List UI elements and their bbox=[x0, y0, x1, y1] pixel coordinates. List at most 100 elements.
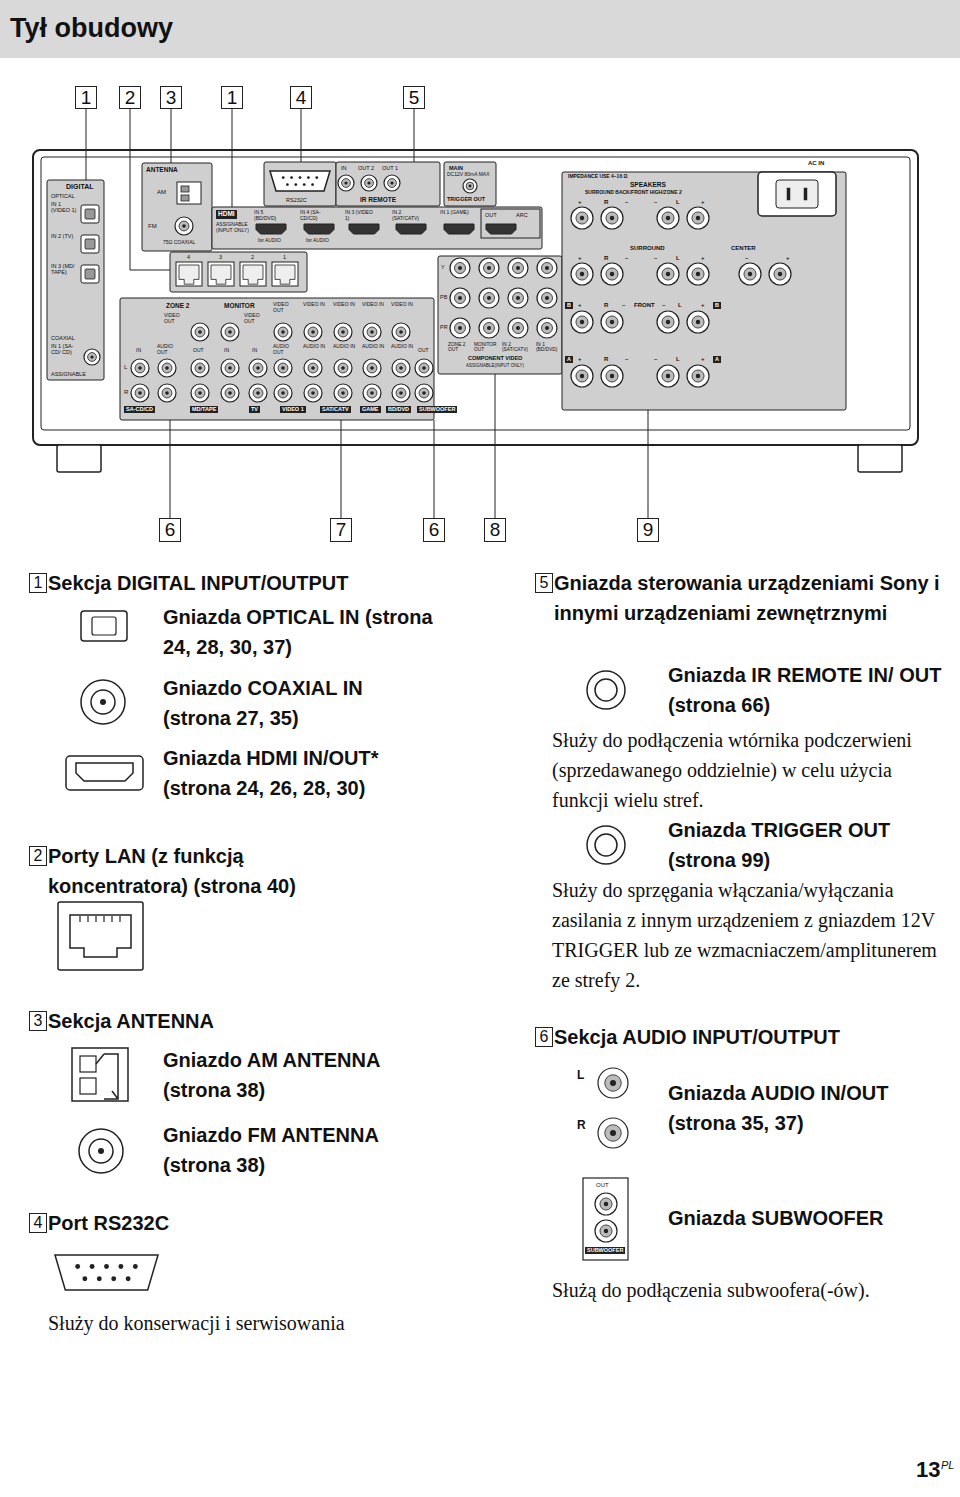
jack-ring bbox=[225, 363, 235, 373]
panel-label: AUDIO IN bbox=[333, 344, 357, 350]
panel-heading: SURROUND BACK/FRONT HIGH/ZONE 2 bbox=[585, 190, 682, 196]
jack-heading: Gniazdo FM ANTENNA (strona 38) bbox=[163, 1120, 433, 1180]
panel-label: L bbox=[124, 364, 127, 371]
lan-icon-pin bbox=[87, 916, 88, 922]
lan-icon-pin bbox=[79, 916, 80, 922]
jack-ring bbox=[606, 268, 618, 280]
jack-ring bbox=[367, 363, 377, 373]
jack-pin bbox=[458, 326, 462, 330]
callout-number: 6 bbox=[159, 518, 181, 542]
jack-pin bbox=[487, 296, 491, 300]
audio-jack bbox=[304, 359, 322, 377]
panel-label: AUDIO OUT bbox=[273, 344, 297, 355]
jack-ring bbox=[455, 293, 466, 304]
panel-label: FM bbox=[148, 223, 157, 230]
jack-heading: Gniazda IR REMOTE IN/ OUT (strona 66) bbox=[668, 660, 953, 720]
speaker-terminal bbox=[571, 263, 593, 285]
legend-item: 5Gniazda sterowania urządzeniami Sony i … bbox=[535, 573, 954, 628]
panel-label: OUT bbox=[596, 1182, 609, 1189]
audio-jack bbox=[158, 359, 176, 377]
pin bbox=[97, 1276, 102, 1281]
jack-ring bbox=[253, 363, 263, 373]
jack-pin bbox=[422, 391, 426, 395]
jack-ring bbox=[253, 388, 263, 398]
jack-ring bbox=[606, 370, 618, 382]
panel-label: OUT bbox=[485, 212, 497, 218]
subwoofer-jack bbox=[415, 359, 433, 377]
jack-heading: Gniazda AUDIO IN/OUT (strona 35, 37) bbox=[668, 1078, 953, 1138]
panel-section bbox=[142, 163, 212, 251]
speaker-terminal bbox=[571, 311, 593, 333]
section-heading: Porty LAN (z funkcją koncentratora) (str… bbox=[48, 841, 378, 901]
jack-ring bbox=[338, 327, 348, 337]
jack-pin bbox=[604, 1202, 608, 1206]
jack-heading: Gniazda HDMI IN/OUT* (strona 24, 26, 28,… bbox=[163, 743, 433, 803]
speaker-terminal bbox=[739, 263, 761, 285]
panel-heading: R bbox=[604, 255, 608, 262]
component-jack bbox=[479, 318, 499, 338]
panel-heading: IMPEDANCE USE 4–16 Ω bbox=[568, 174, 628, 180]
jack-pin bbox=[696, 272, 700, 276]
speaker-terminal bbox=[601, 311, 623, 333]
panel-tab: A bbox=[565, 356, 573, 363]
jack-ring bbox=[367, 327, 377, 337]
audio-jack bbox=[274, 359, 292, 377]
panel-heading: MONITOR bbox=[224, 302, 255, 309]
video-jack bbox=[221, 323, 239, 341]
lan-port bbox=[272, 262, 298, 286]
jack-pin bbox=[610, 272, 614, 276]
jack-ring bbox=[600, 1225, 612, 1237]
jack-ring bbox=[396, 327, 406, 337]
ac-socket bbox=[776, 180, 818, 208]
jack-ring bbox=[576, 212, 588, 224]
jack-ring bbox=[396, 388, 406, 398]
panel-tab: B bbox=[565, 302, 573, 309]
jack-icon bbox=[79, 1129, 123, 1173]
panel-label: VIDEO OUT bbox=[164, 313, 188, 324]
am-clip bbox=[181, 195, 189, 201]
hdmi-port bbox=[444, 224, 474, 234]
panel-heading: MAIN bbox=[449, 165, 463, 171]
pin bbox=[290, 176, 293, 179]
panel-label: 3 bbox=[219, 254, 222, 260]
pin bbox=[118, 1264, 123, 1269]
panel-label: IN bbox=[136, 348, 141, 354]
leader-line bbox=[414, 109, 415, 162]
callout-number: 3 bbox=[160, 86, 182, 109]
hdmi-port bbox=[486, 224, 516, 234]
audio-jack bbox=[392, 359, 410, 377]
panel-tab: SA-CD/CD bbox=[124, 406, 155, 413]
panel-heading: + bbox=[786, 255, 790, 262]
speaker-terminal bbox=[601, 207, 623, 229]
panel-tab: HDMI bbox=[216, 210, 237, 219]
pin bbox=[299, 176, 302, 179]
pin bbox=[286, 183, 289, 186]
jack-ring bbox=[606, 212, 618, 224]
panel-label: IN 1 (BD/DVD) bbox=[536, 342, 562, 353]
jack-pin bbox=[256, 391, 260, 395]
leader-line bbox=[495, 374, 496, 518]
panel-tab: MD/TAPE bbox=[190, 406, 218, 413]
legend-item: 6Sekcja AUDIO INPUT/OUTPUT bbox=[535, 1027, 954, 1052]
jack-ring bbox=[225, 388, 235, 398]
component-jack bbox=[537, 288, 557, 308]
jack-ring bbox=[342, 179, 351, 188]
callout-number: 6 bbox=[423, 518, 445, 542]
lan-icon-pin bbox=[95, 916, 96, 922]
hdmi-icon bbox=[66, 756, 143, 790]
panel-heading: – bbox=[625, 356, 628, 363]
section-heading: Port RS232C bbox=[48, 1208, 428, 1238]
jack-pin bbox=[469, 185, 472, 188]
panel-heading: – bbox=[625, 255, 628, 262]
panel-heading: + bbox=[701, 356, 705, 363]
panel-heading: L bbox=[678, 302, 682, 309]
panel-label: Y bbox=[441, 264, 445, 270]
leader-line bbox=[341, 420, 342, 518]
callout-number: 3 bbox=[29, 1011, 47, 1031]
panel-label: IN 5 (BD/DVD) bbox=[254, 210, 282, 221]
panel-heading: – bbox=[745, 255, 748, 262]
panel-section bbox=[47, 180, 104, 380]
legend-item: 2Porty LAN (z funkcją koncentratora) (st… bbox=[29, 846, 378, 901]
callout-number: 6 bbox=[535, 1027, 553, 1047]
ir-jack bbox=[384, 175, 400, 191]
